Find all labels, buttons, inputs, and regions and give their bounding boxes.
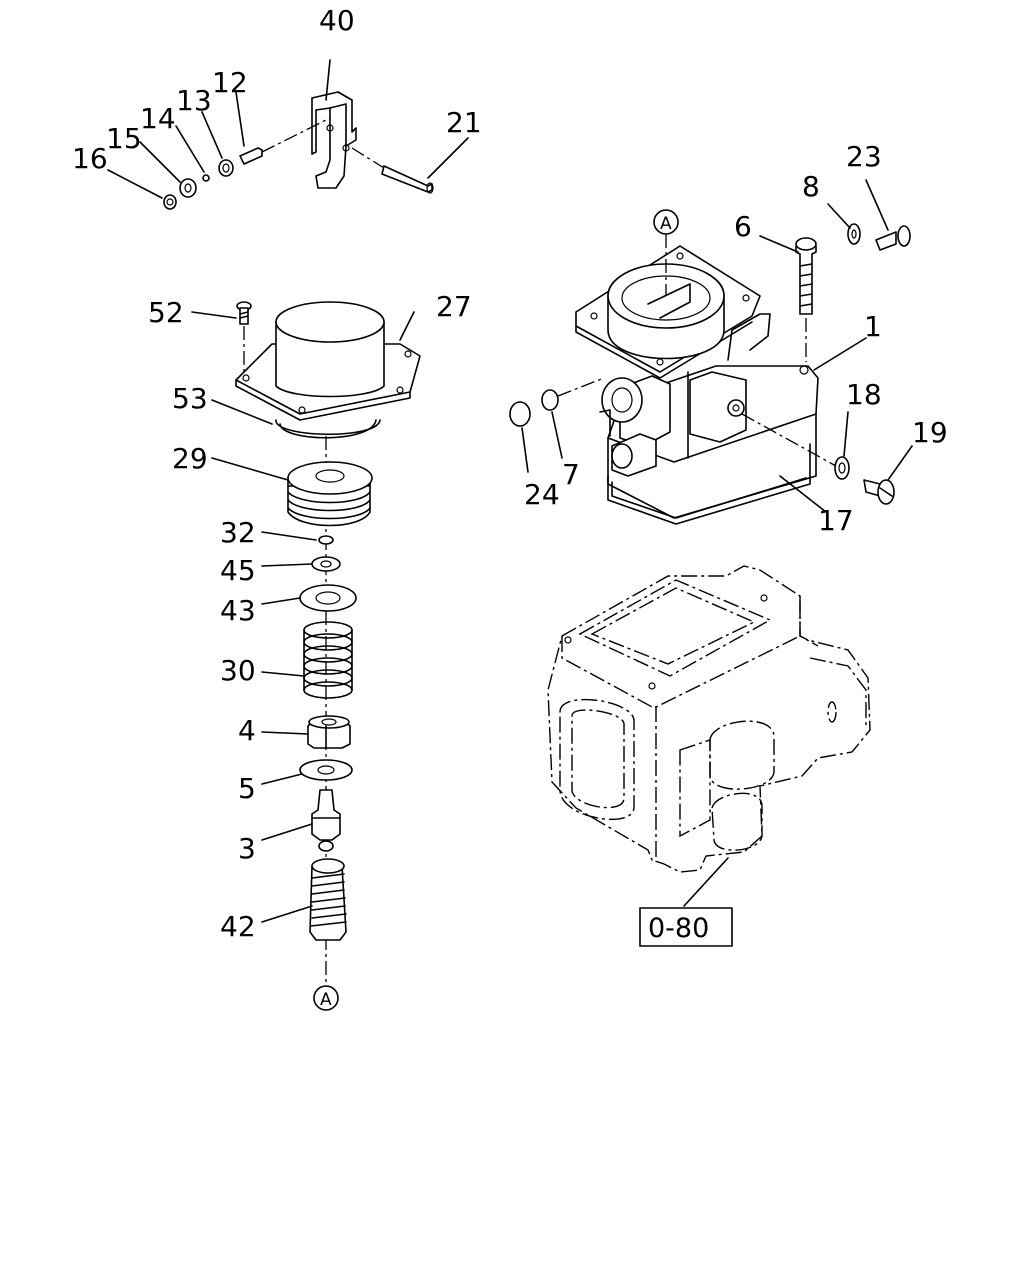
cover-27 (235, 301, 421, 421)
plug-23 (865, 179, 911, 251)
o-ring-53 (211, 399, 381, 439)
reference-label: 0-80 (648, 913, 709, 944)
marker-a-top-letter: A (660, 214, 672, 234)
pin-21 (351, 137, 469, 194)
label-14: 14 (140, 102, 176, 135)
label-19: 19 (912, 416, 948, 449)
marker-a-bottom-letter: A (320, 990, 332, 1010)
label-15: 15 (106, 122, 142, 155)
label-43: 43 (220, 594, 256, 627)
label-3: 3 (238, 832, 256, 865)
label-40: 40 (319, 4, 355, 37)
label-6: 6 (734, 210, 752, 243)
label-42: 42 (220, 910, 256, 943)
reference-box (639, 907, 733, 947)
label-5: 5 (238, 772, 256, 805)
lever-bracket-40 (311, 59, 357, 189)
diaphragm-29 (211, 457, 373, 527)
label-1: 1 (864, 310, 882, 343)
label-8: 8 (802, 170, 820, 203)
label-23: 23 (846, 140, 882, 173)
o-ring-18 (741, 411, 850, 480)
small-parts-12-16 (107, 91, 331, 210)
label-32: 32 (220, 516, 256, 549)
marker-a-bottom (313, 985, 339, 1011)
label-12: 12 (212, 66, 248, 99)
label-4: 4 (238, 714, 256, 747)
plug-7-24 (509, 377, 605, 473)
label-27: 27 (436, 290, 472, 323)
leader-1 (813, 337, 867, 371)
bolt-6 (759, 235, 817, 362)
nut-4 (261, 715, 351, 749)
label-17: 17 (818, 504, 854, 537)
spring-30 (261, 621, 353, 699)
label-13: 13 (176, 84, 212, 117)
housing-1 (599, 313, 819, 519)
screw-19 (863, 445, 913, 505)
label-53: 53 (172, 382, 208, 415)
gasket-17 (607, 443, 827, 525)
label-30: 30 (220, 654, 256, 687)
washer-8 (827, 203, 861, 245)
seat-43 (261, 584, 357, 612)
washer-32 (261, 531, 334, 545)
label-24: 24 (524, 478, 560, 511)
label-18: 18 (846, 378, 882, 411)
screw-52 (191, 301, 252, 372)
flange-top (575, 245, 761, 379)
marker-a-top (653, 209, 679, 296)
label-16: 16 (72, 142, 108, 175)
pump-body-phantom (547, 565, 871, 907)
label-52: 52 (148, 296, 184, 329)
valve-stem-3 (261, 789, 341, 852)
label-7: 7 (562, 458, 580, 491)
washer-5 (261, 759, 353, 785)
body-42 (261, 858, 347, 941)
label-29: 29 (172, 442, 208, 475)
label-21: 21 (446, 106, 482, 139)
washer-45 (261, 556, 341, 572)
label-45: 45 (220, 554, 256, 587)
